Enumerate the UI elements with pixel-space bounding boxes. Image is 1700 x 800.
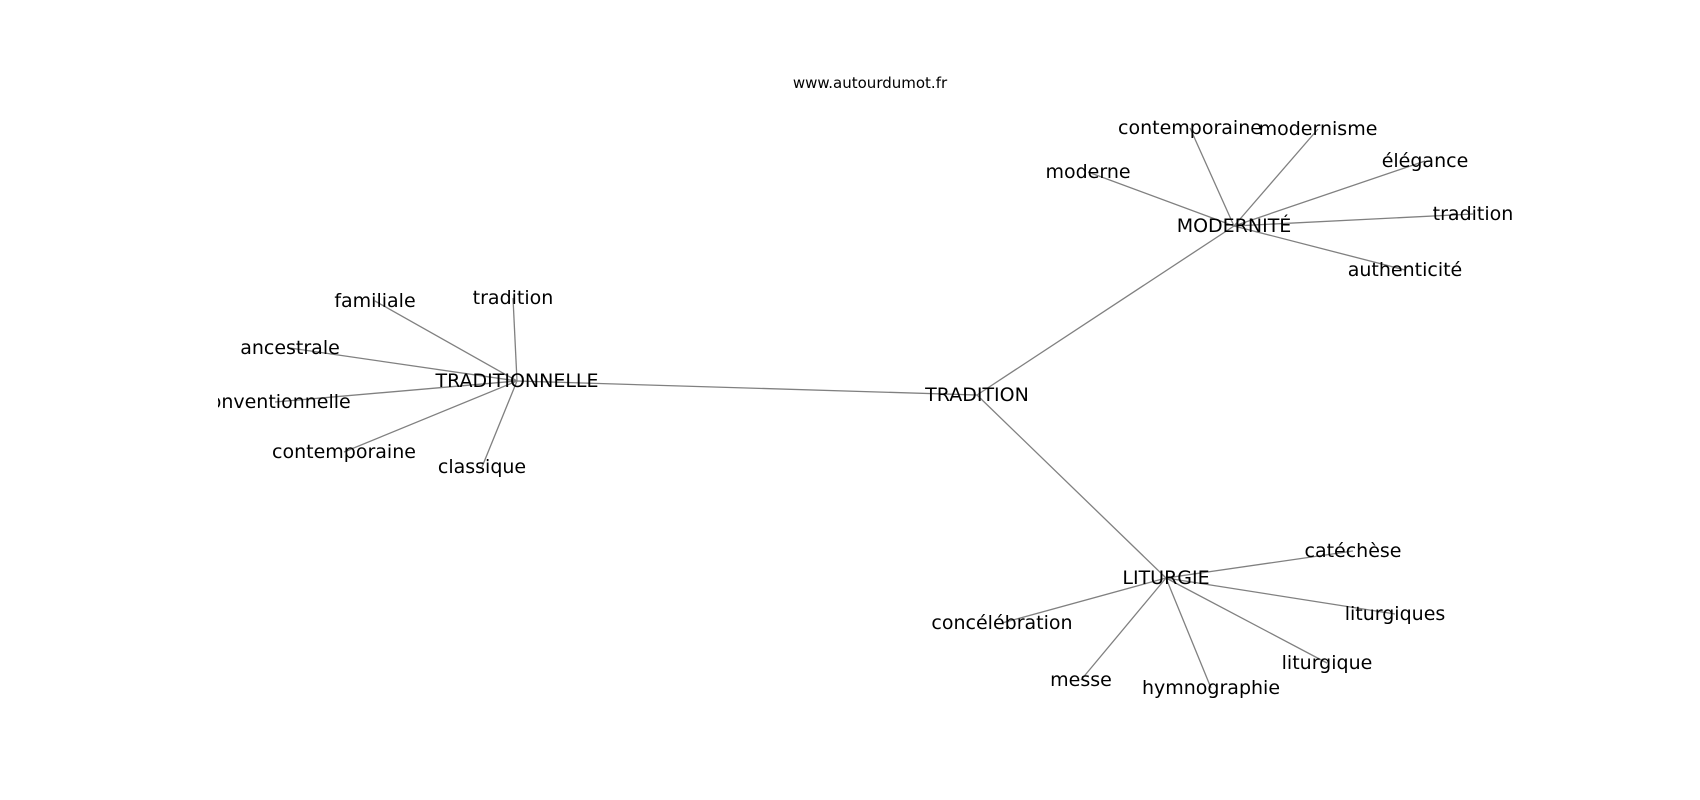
edge-hub-leaf xyxy=(1001,577,1167,624)
leaf-node-label: tradition xyxy=(1433,203,1514,225)
leaf-node-label: moderne xyxy=(1045,161,1130,183)
hub-node-label: MODERNITÉ xyxy=(1177,214,1292,237)
edge-hub-leaf xyxy=(1233,213,1474,227)
leaf-node-label: contemporaine xyxy=(1118,117,1262,139)
edge-hub-leaf xyxy=(343,380,518,453)
leaf-node-label: familiale xyxy=(334,290,415,312)
edge-center-hub xyxy=(976,225,1235,396)
leaf-node-label: classique xyxy=(438,456,526,478)
leaf-node-label: contemporaine xyxy=(272,441,416,463)
leaf-node-label: concélébration xyxy=(931,612,1072,634)
edge-hub-leaf xyxy=(1165,577,1212,689)
edge-hub-leaf xyxy=(1189,127,1235,227)
edge-hub-leaf xyxy=(374,300,518,382)
edge-hub-leaf xyxy=(1165,550,1354,579)
leaf-node-label: tradition xyxy=(473,287,554,309)
edge-hub-leaf xyxy=(1165,577,1328,664)
leaf-node-label: hymnographie xyxy=(1142,677,1280,699)
edge-hub-leaf xyxy=(1233,225,1406,271)
hub-node-label: TRADITIONNELLE xyxy=(434,370,598,392)
edge-hub-leaf xyxy=(481,380,518,468)
leaf-node-label: élégance xyxy=(1382,150,1469,172)
edge-hub-leaf xyxy=(1165,577,1396,615)
edge-center-hub xyxy=(516,380,978,396)
edge-hub-leaf xyxy=(1080,577,1167,681)
edge-hub-leaf xyxy=(289,347,518,382)
site-url: www.autourdumot.fr xyxy=(793,74,948,92)
edge-hub-leaf xyxy=(1233,160,1426,227)
hub-node-label: LITURGIE xyxy=(1122,567,1209,589)
leaf-node-label: modernisme xyxy=(1259,118,1378,140)
leaf-node-label: liturgiques xyxy=(1345,603,1446,625)
center-node-label: TRADITION xyxy=(924,384,1029,406)
graph-labels: TRADITION TRADITIONNELLE familiale traditio… xyxy=(199,117,1514,699)
leaf-node-label: conventionnelle xyxy=(199,391,350,413)
graph-edges xyxy=(274,127,1474,689)
edge-hub-leaf xyxy=(274,380,518,403)
edge-hub-leaf xyxy=(1233,128,1319,227)
edge-hub-leaf xyxy=(512,297,518,382)
edge-hub-leaf xyxy=(1087,171,1235,227)
leaf-node-label: liturgique xyxy=(1282,652,1373,674)
leaf-node-label: catéchèse xyxy=(1305,540,1402,562)
leaf-node-label: ancestrale xyxy=(240,337,340,359)
leaf-node-label: messe xyxy=(1050,669,1112,691)
leaf-node-label: authenticité xyxy=(1348,259,1463,281)
edge-center-hub xyxy=(976,394,1167,579)
